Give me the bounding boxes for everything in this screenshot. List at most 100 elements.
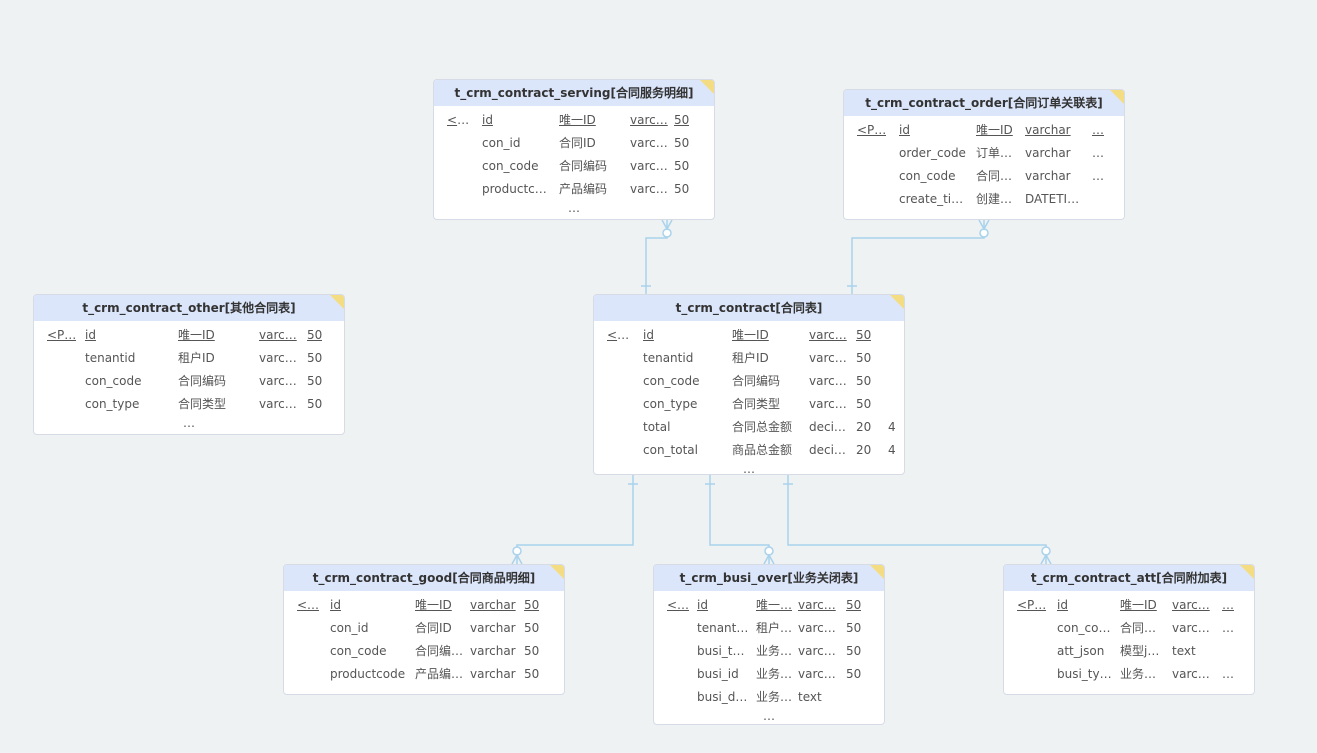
field-name: busi_d… bbox=[697, 690, 748, 704]
field-name: id bbox=[697, 598, 708, 612]
field-comment: 唯一ID bbox=[976, 123, 1013, 137]
table-title-text: t_crm_contract_good[合同商品明细] bbox=[312, 571, 536, 585]
field-row[interactable]: busi_d…业务…text bbox=[654, 686, 884, 709]
field-type: varc… bbox=[809, 351, 847, 365]
field-name: id bbox=[899, 123, 910, 137]
more-fields-ellipsis[interactable]: … bbox=[743, 462, 755, 475]
table-title[interactable]: t_crm_contract_other[其他合同表] bbox=[34, 295, 344, 321]
field-row[interactable]: busi_ty…业务…varc…… bbox=[1004, 663, 1254, 686]
field-len: 50 bbox=[674, 159, 690, 173]
field-row[interactable]: tenant…租户…varc…50 bbox=[654, 617, 884, 640]
field-type: deci… bbox=[809, 420, 846, 434]
field-row[interactable]: busi_t…业务…varc…50 bbox=[654, 640, 884, 663]
field-len: … bbox=[1092, 146, 1104, 160]
optional-circle-icon bbox=[979, 228, 989, 238]
field-len: 50 bbox=[524, 598, 540, 612]
field-row[interactable]: con_co…合同…varc…… bbox=[1004, 617, 1254, 640]
more-fields-ellipsis[interactable]: … bbox=[183, 416, 195, 430]
field-name: tenant… bbox=[697, 621, 749, 635]
field-comment: 唯一ID bbox=[559, 113, 596, 127]
field-len: 50 bbox=[524, 644, 540, 658]
field-name: id bbox=[85, 328, 96, 342]
note-corner-icon bbox=[1110, 90, 1124, 104]
field-comment: 合同… bbox=[1120, 621, 1157, 635]
field-name: con_id bbox=[482, 136, 521, 150]
field-type: deci… bbox=[809, 443, 846, 457]
field-len: … bbox=[1092, 123, 1104, 137]
optional-circle-icon bbox=[662, 228, 672, 238]
crow-foot-icon bbox=[763, 553, 775, 565]
field-comment: 产品编码 bbox=[559, 182, 608, 196]
field-name: tenantid bbox=[643, 351, 694, 365]
note-corner-icon bbox=[890, 295, 904, 309]
table-title[interactable]: t_crm_contract[合同表] bbox=[594, 295, 904, 321]
crow-foot-icon bbox=[511, 553, 523, 565]
field-len: 20 bbox=[856, 420, 872, 434]
field-name: busi_t… bbox=[697, 644, 745, 658]
field-comment: 合同编码 bbox=[732, 374, 781, 388]
field-type: varc… bbox=[630, 182, 668, 196]
field-name: con_code bbox=[330, 644, 387, 658]
field-name: busi_ty… bbox=[1057, 667, 1112, 681]
field-len: 50 bbox=[856, 328, 872, 342]
field-type: varchar bbox=[1025, 169, 1071, 183]
field-comment: 唯一ID bbox=[415, 598, 452, 612]
table-title[interactable]: t_crm_contract_att[合同附加表] bbox=[1004, 565, 1254, 591]
field-type: varc… bbox=[798, 621, 836, 635]
field-row[interactable]: create_ti…创建…DATETI… bbox=[844, 188, 1124, 211]
table-title[interactable]: t_crm_contract_serving[合同服务明细] bbox=[434, 80, 714, 106]
more-fields-ellipsis[interactable]: … bbox=[418, 686, 430, 695]
table-title-text: t_crm_contract[合同表] bbox=[675, 301, 823, 315]
field-type: varchar bbox=[470, 667, 516, 681]
field-comment: 租户ID bbox=[178, 351, 215, 365]
field-len: 50 bbox=[674, 182, 690, 196]
table-title[interactable]: t_crm_contract_order[合同订单关联表] bbox=[844, 90, 1124, 116]
field-len: 50 bbox=[307, 328, 323, 342]
table-title-text: t_crm_contract_serving[合同服务明细] bbox=[454, 86, 694, 100]
field-name: busi_id bbox=[697, 667, 739, 681]
more-fields-ellipsis[interactable]: … bbox=[568, 201, 580, 215]
more-fields-ellipsis[interactable]: … bbox=[763, 709, 775, 723]
field-name: id bbox=[1057, 598, 1068, 612]
field-type: varc… bbox=[630, 159, 668, 173]
field-len: … bbox=[1222, 598, 1234, 612]
table-title[interactable]: t_crm_contract_good[合同商品明细] bbox=[284, 565, 564, 591]
field-type: varc… bbox=[809, 397, 847, 411]
field-comment: 唯一ID bbox=[178, 328, 215, 342]
field-type: DATETI… bbox=[1025, 192, 1080, 206]
table-title[interactable]: t_crm_busi_over[业务关闭表] bbox=[654, 565, 884, 591]
field-len: 50 bbox=[307, 374, 323, 388]
